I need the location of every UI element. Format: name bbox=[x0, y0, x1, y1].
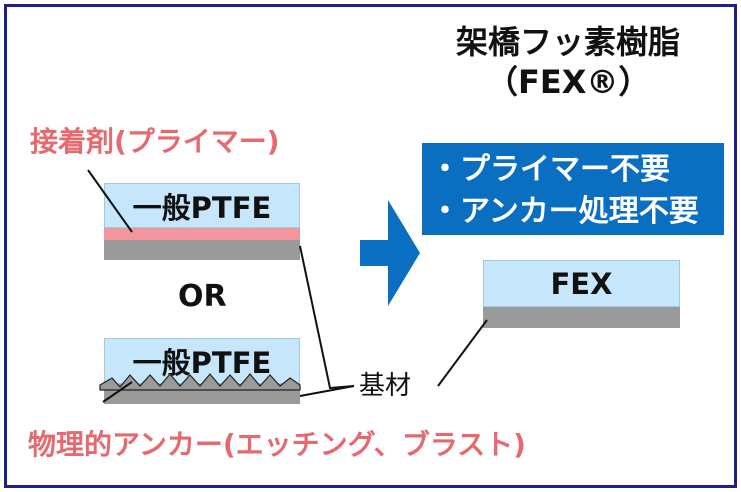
anchor-label: 物理的アンカー(エッチング、ブラスト) bbox=[28, 428, 526, 461]
ptfe-layer-bottom: 一般PTFE bbox=[104, 338, 300, 384]
primer-label: 接着剤(プライマー) bbox=[30, 125, 280, 158]
primer-layer bbox=[104, 228, 300, 240]
fex-layer: FEX bbox=[483, 260, 680, 307]
benefit-item: ・アンカー処理不要 bbox=[430, 194, 699, 229]
ptfe-layer-top: 一般PTFE bbox=[104, 183, 300, 228]
fex-label: FEX bbox=[550, 266, 613, 301]
substrate-layer-top bbox=[104, 240, 300, 260]
benefit-item: ・プライマー不要 bbox=[430, 152, 670, 187]
substrate-layer-bottom bbox=[104, 384, 300, 404]
substrate-label: 基材 bbox=[359, 371, 412, 401]
ptfe-bottom-label: 一般PTFE bbox=[132, 346, 272, 380]
ptfe-top-label: 一般PTFE bbox=[132, 190, 272, 225]
title-line2: （FEX®） bbox=[486, 63, 651, 101]
title-line1: 架橋フッ素樹脂 bbox=[456, 23, 681, 61]
or-label: OR bbox=[178, 279, 227, 314]
substrate-layer-fex bbox=[483, 307, 680, 328]
benefits-callout: ・プライマー不要 ・アンカー処理不要 bbox=[422, 143, 724, 235]
